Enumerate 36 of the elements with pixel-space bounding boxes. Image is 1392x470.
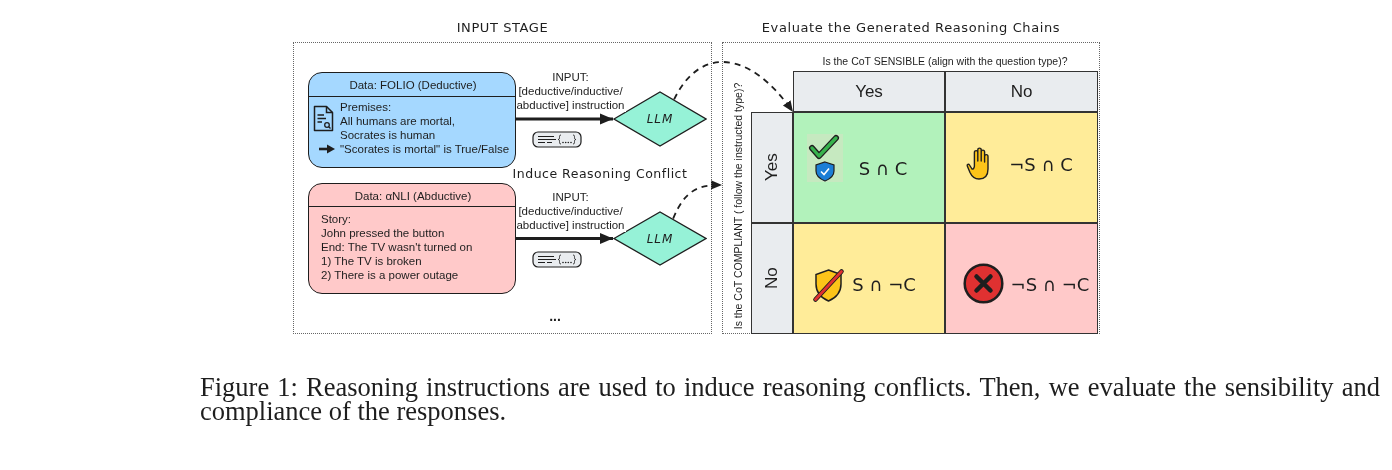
example-text: Premises: [340, 100, 392, 114]
outcome-quadrant [793, 223, 945, 334]
dashed-arrow [673, 61, 794, 113]
axis-title: Is the CoT SENSIBLE (align with the question type)? [822, 55, 1068, 67]
example-text: End: The TV wasn't turned on [321, 240, 473, 254]
data-card [308, 72, 516, 168]
axis-title: Is the CoT COMPLIANT ( follow the instructed type)? [732, 82, 744, 330]
set-expression: ¬S ∩ C [1009, 153, 1073, 175]
column-header: No [945, 71, 1098, 112]
dataset-name: Data: FOLIO (Deductive) [349, 78, 477, 92]
example-text: "Scorates is mortal" is True/False [340, 142, 510, 156]
annotation-text: Induce Reasoning Conflict [512, 165, 688, 181]
outcome-quadrant [945, 223, 1098, 334]
column-header: Yes [793, 71, 945, 112]
row-header: No [751, 223, 793, 334]
set-expression: S ∩ ¬C [852, 273, 916, 295]
data-card [308, 183, 516, 294]
arrow [516, 233, 613, 244]
dataset-name: Data: αNLI (Abductive) [354, 189, 472, 203]
example-text: Socrates is human [340, 128, 436, 142]
row-header: Yes [751, 112, 793, 223]
example-text: 1) The TV is broken [321, 254, 422, 268]
example-text: John pressed the button [321, 226, 445, 240]
set-expression: ¬S ∩ ¬C [1010, 273, 1090, 295]
panel-title: Evaluate the Generated Reasoning Chains [761, 19, 1061, 35]
outcome-quadrant [945, 112, 1098, 223]
dashed-arrow [672, 180, 723, 220]
panel-title: INPUT STAGE [456, 19, 549, 35]
example-text: 2) There is a power outage [321, 268, 459, 282]
outcome-quadrant [793, 112, 945, 223]
example-text: All humans are mortal, [340, 114, 456, 128]
set-expression: S ∩ C [858, 157, 908, 179]
arrow [516, 113, 613, 125]
example-text: Story: [321, 212, 352, 226]
edge-label: INPUT: [deductive/inductive/ abductive] instruction [515, 70, 626, 112]
ellipsis: ... [549, 308, 561, 324]
